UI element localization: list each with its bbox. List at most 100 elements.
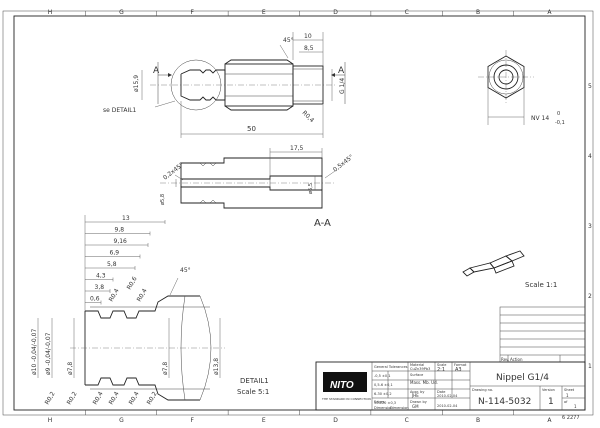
- column-label-bottom: G: [119, 417, 124, 424]
- version-label: Version: [542, 388, 555, 392]
- tolerance-rows: -0,5 ±0,10,5-6 ±0,16-30 ±0,230-120 ±0,3: [374, 374, 396, 405]
- section-view: 17,5 0,5x45° 0,2x45° ø6,5 ø5,8 A-A: [160, 145, 355, 229]
- nv-label: NV 14: [531, 115, 549, 122]
- logo: NITO: [330, 380, 354, 391]
- dim-85: 8,5: [304, 45, 314, 52]
- surface-label: Surface: [410, 373, 423, 377]
- dim-50: 50: [247, 125, 256, 133]
- sheet-value: 1: [566, 393, 569, 398]
- drawn-date: 2010-02-04: [437, 394, 458, 398]
- detail-reference: se DETAIL1: [103, 107, 137, 114]
- detail-h-dim: 3,8: [95, 284, 105, 291]
- iso-nipple-tip: [462, 267, 475, 277]
- detail-v-dim: ø7,8: [162, 362, 169, 375]
- section-marker-right: A: [338, 66, 345, 76]
- main-view: A A 50 10 8,5 45° ø15,9 G 1/4 R0,4 se DE…: [103, 32, 346, 138]
- format-label: Format: [454, 363, 467, 367]
- row-label: 5: [588, 83, 592, 90]
- title-block: NITO THE STANDARD IN CONNECTION General …: [315, 361, 586, 411]
- detail-h-dim: 9,8: [115, 227, 125, 234]
- thread-outline: [292, 65, 324, 105]
- detail-h-dim: 9,16: [114, 238, 128, 245]
- detail-scale: Scale 5:1: [237, 388, 269, 396]
- material-value: CuZn39Pb3: [410, 367, 430, 371]
- section-arrowhead-left: [168, 73, 172, 77]
- drawing-no-label: Drawing no.: [472, 388, 493, 392]
- column-label: C: [405, 9, 409, 16]
- iso-hex-face: [493, 260, 515, 274]
- date-label: Date: [437, 390, 445, 394]
- detail-radius: R0,2: [44, 390, 57, 406]
- detail-horizontal-dims: 139,89,166,95,84,33,80,6: [84, 215, 166, 311]
- outer-border: [2, 10, 594, 416]
- detail-circle: [170, 59, 222, 111]
- dim-58: ø5,8: [160, 194, 166, 205]
- footer-code: 6 2277: [562, 415, 580, 421]
- column-label-bottom: H: [48, 417, 53, 424]
- detail-radius: R0,4: [108, 390, 121, 406]
- drawing-title: Nippel G1/4: [496, 373, 549, 383]
- tolerance-row: 6-30 ±0,2: [374, 392, 392, 396]
- revision-block: Rev. Action: [499, 306, 586, 363]
- detail-radius: R0,4: [108, 287, 121, 303]
- detail-upper-profile: [85, 295, 200, 319]
- column-label: H: [48, 9, 53, 16]
- detail-v-dim: ø10 -0,04/-0,07: [31, 329, 38, 375]
- column-label-bottom: F: [190, 417, 194, 424]
- column-label: B: [476, 9, 480, 16]
- sheet-of: of: [564, 400, 568, 404]
- material-label: Material: [410, 363, 424, 367]
- sheet-label: Sheet: [564, 388, 575, 392]
- dim-65: ø6,5: [308, 183, 314, 194]
- iso-scale: Scale 1:1: [525, 281, 557, 289]
- scale-value: 2:1: [437, 367, 445, 373]
- checked-date: 2010-02-04: [437, 404, 458, 408]
- detail-radius: R0,4: [92, 390, 105, 406]
- detail-radius: R0,4: [136, 287, 149, 303]
- drawn-value: JHE: [411, 393, 419, 398]
- detail-radius: R0,6: [126, 275, 139, 291]
- column-label: G: [119, 9, 124, 16]
- hex-inscribed-circle: [488, 59, 524, 95]
- detail-radius: R0,4: [128, 390, 141, 406]
- bore-outer: [493, 64, 519, 90]
- column-label-bottom: E: [262, 417, 266, 424]
- iso-thread: [505, 250, 525, 262]
- detail-lower-profile: [85, 377, 200, 401]
- dim-175: 17,5: [290, 145, 304, 152]
- row-label: 3: [588, 223, 592, 230]
- logo-sub: THE STANDARD IN CONNECTION: [321, 397, 371, 401]
- detail-label: DETAIL1: [240, 377, 269, 385]
- section-marker-left: A: [153, 66, 160, 76]
- row-label: 2: [588, 293, 592, 300]
- column-label: A: [547, 9, 552, 16]
- column-label-bottom: C: [405, 417, 409, 424]
- column-label-bottom: D: [333, 417, 338, 424]
- checked-label: Drawn by: [410, 400, 427, 404]
- detail-h-dim: 5,8: [107, 261, 117, 268]
- drawing-no: N-114-5032: [478, 397, 531, 407]
- hex-chamfer: [224, 105, 294, 111]
- detail-angle: 45°: [180, 267, 191, 274]
- detail-view: 139,89,166,95,84,33,80,6 ø10 -0,04/-0,07…: [31, 215, 269, 406]
- column-label-bottom: A: [547, 417, 552, 424]
- logo-badge: [323, 372, 367, 392]
- section-upper-wall: [180, 157, 323, 180]
- revision-sublabel: Action: [510, 357, 523, 362]
- detail-v-dim: ø9 -0,04/-0,07: [45, 332, 52, 375]
- dim-10: 10: [304, 33, 312, 40]
- iso-nipple: [469, 262, 495, 273]
- drawn-label: Appr. by: [410, 390, 424, 394]
- sheet-total: 1: [574, 404, 577, 409]
- detail-h-dim: 4,3: [96, 273, 106, 280]
- section-label: A-A: [314, 218, 331, 229]
- scale-label: Scale: [437, 363, 446, 367]
- section-arrowhead-right: [331, 73, 335, 77]
- iso-view: Scale 1:1: [462, 250, 557, 289]
- version-value: 1: [548, 397, 554, 407]
- edges-label: Edges: [374, 400, 385, 404]
